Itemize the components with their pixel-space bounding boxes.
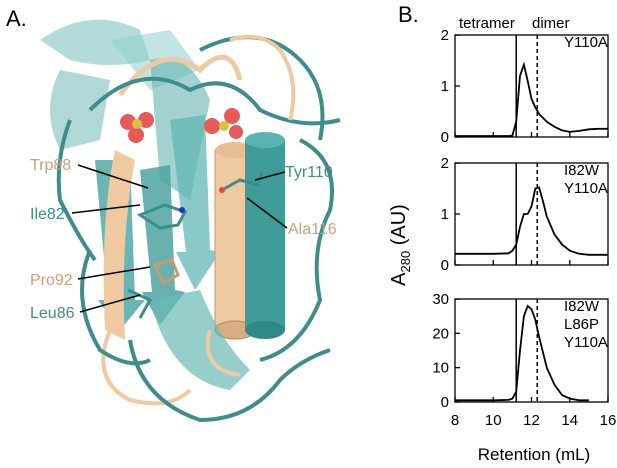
chromatogram-panel-1: 0 1 2 Y110A [441,27,609,146]
y-label-sub: 280 [398,251,413,273]
y-tick-label: 10 [432,360,449,377]
y-label-rest: (AU) [388,204,410,251]
annotation-label: Y110A [564,180,608,197]
label-leu86: Leu86 [30,305,75,322]
y-tick-label: 0 [441,257,449,274]
y-tick-label: 1 [441,78,449,95]
x-tick-labels: 8 10 12 14 16 [451,412,617,429]
label-tyr110: Tyr110 [285,164,333,181]
label-ile82: Ile82 [30,206,65,223]
tetramer-label: tetramer [459,15,515,32]
trace-line [455,61,608,137]
sulfate-left [120,112,154,143]
x-tick-label: 12 [523,412,540,429]
y-tick-label: 2 [441,27,449,44]
annotation-label: L86P [564,316,599,333]
x-tick-label: 8 [451,412,459,429]
y-tick-label: 20 [432,325,449,342]
x-tick-label: 10 [485,412,502,429]
trace-line [455,186,608,256]
panel-b-label: B. [398,2,419,27]
x-axis-label: Retention (mL) [478,445,590,464]
annotation-label: I82W [564,298,600,315]
sulfate-right [204,108,243,139]
x-tick-label: 14 [561,412,578,429]
svg-text:A280 (AU): A280 (AU) [388,204,413,286]
protein-cartoon [40,19,341,423]
y-tick-label: 0 [441,394,449,411]
dimer-label: dimer [532,15,570,32]
y-tick-label: 30 [432,291,449,308]
label-pro92: Pro92 [30,272,73,289]
y-axis-label: A280 (AU) [388,204,413,286]
label-trp88: Trp88 [30,157,71,174]
panel-a-label: A. [6,6,27,31]
trace-line [455,304,589,402]
residue-labels: Trp88 Ile82 Pro92 Leu86 Tyr110 Ala116 [30,157,337,322]
y-tick-label: 2 [441,155,449,172]
y-tick-label: 1 [441,206,449,223]
y-tick-label: 0 [441,129,449,146]
annotation-label: Y110A [564,334,608,351]
y-label-base: A [388,272,410,286]
annotation-label: I82W [564,162,600,179]
annotation-label: Y110A [564,34,608,51]
x-tick-label: 16 [600,412,617,429]
label-ala116: Ala116 [288,221,337,238]
